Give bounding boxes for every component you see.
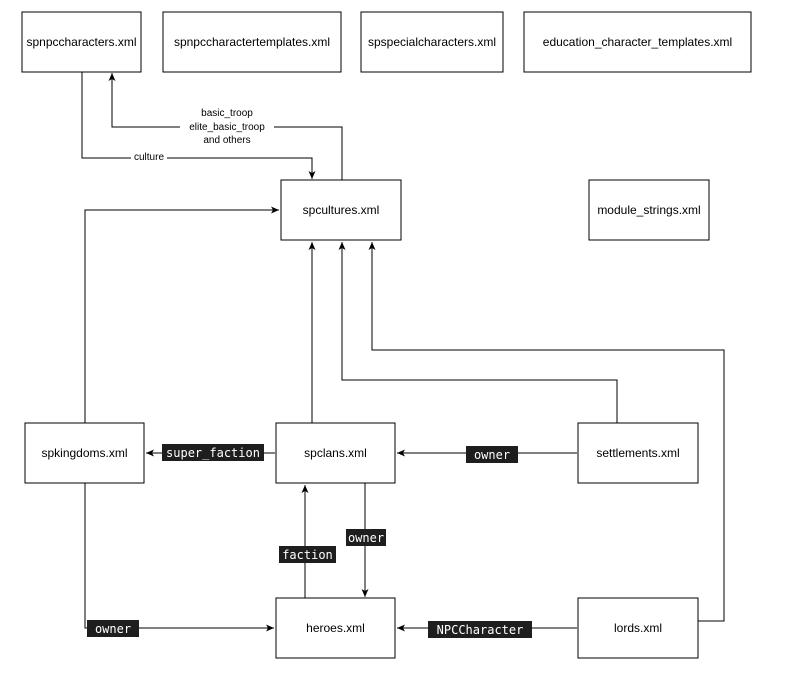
node-label: spnpccharactertemplates.xml xyxy=(174,35,330,49)
node-label: spkingdoms.xml xyxy=(41,446,127,460)
troops-label-line-3: and others xyxy=(203,135,250,146)
kingdoms-owner-edge-label: owner xyxy=(87,620,139,637)
node-heroes[interactable]: heroes.xml xyxy=(275,597,396,659)
node-lords[interactable]: lords.xml xyxy=(577,597,699,659)
clans-owner-edge-label: owner xyxy=(346,529,386,546)
edge-kingdoms-to-cultures xyxy=(84,206,279,423)
node-label: spclans.xml xyxy=(304,446,367,460)
edge-lords-to-cultures xyxy=(368,242,725,622)
edge-settlements-to-cultures xyxy=(338,242,618,423)
node-label: education_character_templates.xml xyxy=(543,35,732,49)
node-label: lords.xml xyxy=(614,621,662,635)
node-module-strings[interactable]: module_strings.xml xyxy=(588,179,710,241)
node-spnpccharacters[interactable]: spnpccharacters.xml xyxy=(21,11,142,73)
super-faction-edge-label: super_faction xyxy=(162,444,264,461)
node-label: spspecialcharacters.xml xyxy=(368,35,496,49)
node-education-character-templates[interactable]: education_character_templates.xml xyxy=(523,11,752,73)
node-label: spnpccharacters.xml xyxy=(26,35,136,49)
edge-npccharacters-to-cultures xyxy=(81,72,316,179)
edge-kingdoms-to-heroes xyxy=(84,483,274,632)
node-spnpccharactertemplates[interactable]: spnpccharactertemplates.xml xyxy=(162,11,342,73)
node-label: module_strings.xml xyxy=(597,203,700,217)
nodes: spnpccharacters.xml spnpccharactertempla… xyxy=(21,11,752,659)
node-label: spcultures.xml xyxy=(303,203,380,217)
settlements-owner-edge-label: owner xyxy=(466,446,518,463)
node-label: settlements.xml xyxy=(596,446,679,460)
node-spspecialcharacters[interactable]: spspecialcharacters.xml xyxy=(360,11,504,73)
faction-label: faction xyxy=(282,548,333,562)
troops-label-line-2: elite_basic_troop xyxy=(189,122,265,133)
troops-edge-label: basic_troop elite_basic_troop and others xyxy=(180,106,274,146)
node-spcultures[interactable]: spcultures.xml xyxy=(280,179,402,241)
culture-edge-label: culture xyxy=(131,151,167,163)
clans-owner-label: owner xyxy=(348,531,384,545)
troops-label-line-1: basic_troop xyxy=(201,108,253,119)
faction-edge-label: faction xyxy=(279,546,336,563)
node-spkingdoms[interactable]: spkingdoms.xml xyxy=(24,422,145,484)
kingdoms-owner-label: owner xyxy=(95,622,131,636)
npccharacter-label: NPCCharacter xyxy=(437,623,524,637)
node-settlements[interactable]: settlements.xml xyxy=(577,422,699,484)
edge-labels: basic_troop elite_basic_troop and others… xyxy=(87,106,532,638)
super-faction-label: super_faction xyxy=(166,446,260,460)
culture-label: culture xyxy=(134,152,164,163)
npccharacter-edge-label: NPCCharacter xyxy=(428,621,532,638)
settlements-owner-label: owner xyxy=(474,448,510,462)
node-spclans[interactable]: spclans.xml xyxy=(275,422,396,484)
edges xyxy=(81,72,725,632)
node-label: heroes.xml xyxy=(306,621,365,635)
